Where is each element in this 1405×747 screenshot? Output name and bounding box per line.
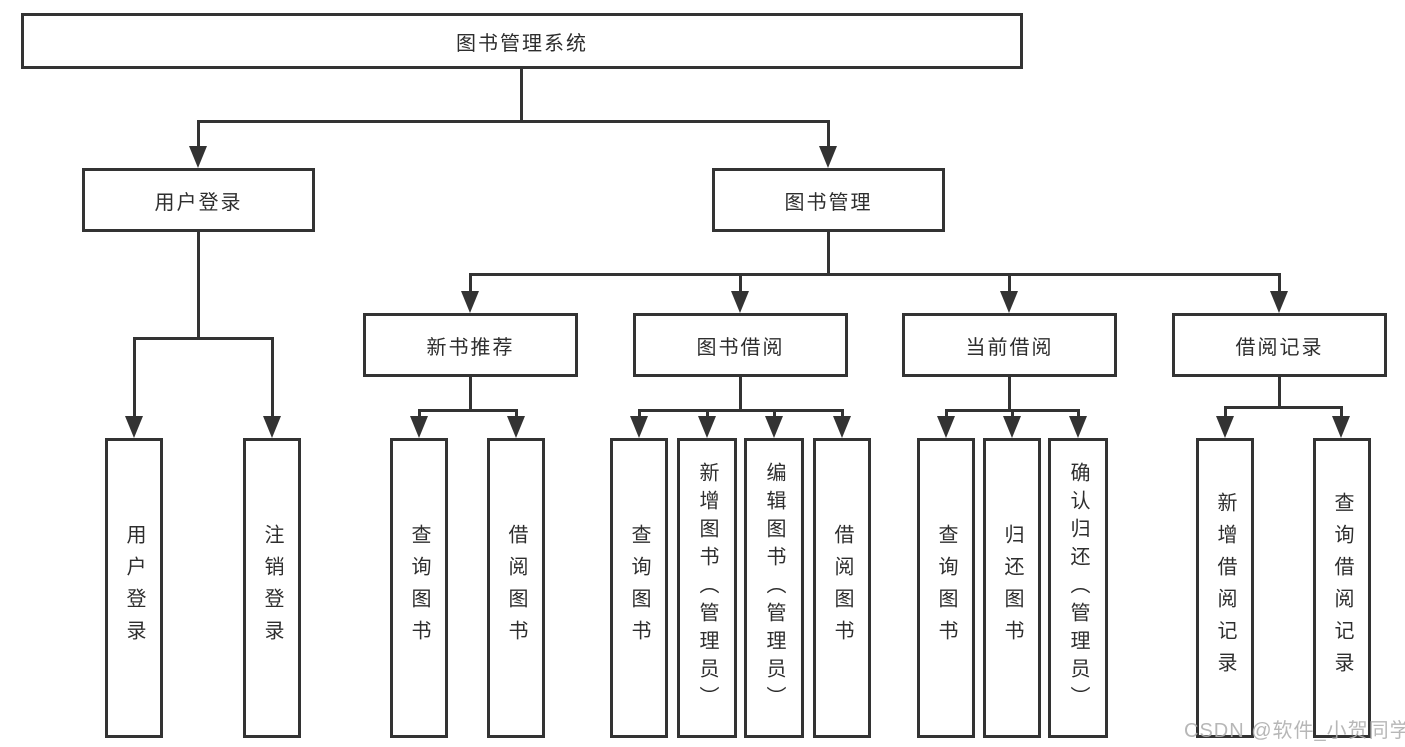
arrowhead-borrow-books-2: [833, 416, 851, 438]
node-book-borrow: 图书借阅: [633, 313, 848, 377]
leaf-borrow-books-2-label: 借阅图书: [831, 524, 853, 652]
leaf-query-books-1: 查询图书: [390, 438, 448, 738]
connector-book-borrow-drop: [739, 377, 742, 412]
arrowhead-query-books-2: [630, 416, 648, 438]
connector-stem-leaf-user-login: [133, 337, 136, 418]
leaf-add-borrow-record-label: 新增借阅记录: [1214, 492, 1236, 684]
leaf-user-login: 用户登录: [105, 438, 163, 738]
connector-stem-borrow-books-1: [515, 409, 518, 418]
arrowhead-book-borrow: [731, 291, 749, 313]
node-root-system: 图书管理系统: [21, 13, 1023, 69]
arrowhead-add-books: [698, 416, 716, 438]
connector-stem-user-login: [197, 120, 200, 148]
arrowhead-leaf-logout: [263, 416, 281, 438]
connector-stem-leaf-logout: [271, 337, 274, 418]
leaf-query-books-3-label: 查询图书: [935, 524, 957, 652]
node-book-borrow-label: 图书借阅: [696, 336, 785, 359]
connector-user-login-drop: [197, 232, 200, 337]
connector-stem-return-books: [1011, 409, 1014, 418]
node-new-book-rec: 新书推荐: [363, 313, 578, 377]
node-user-login: 用户登录: [82, 168, 315, 232]
node-book-mgmt-label: 图书管理: [784, 191, 873, 214]
node-borrow-record: 借阅记录: [1172, 313, 1387, 377]
leaf-edit-books-admin: 编辑图书（管理员）: [744, 438, 804, 738]
leaf-logout-label: 注销登录: [261, 524, 283, 652]
connector-stem-current-borrow: [1008, 273, 1011, 293]
arrowhead-return-books: [1003, 416, 1021, 438]
connector-borrow-record-drop: [1278, 377, 1281, 409]
node-current-borrow: 当前借阅: [902, 313, 1117, 377]
connector-stem-query-books-2: [638, 409, 641, 418]
leaf-edit-books-admin-label: 编辑图书（管理员）: [763, 462, 785, 714]
leaf-query-books-1-label: 查询图书: [408, 524, 430, 652]
connector-book-borrow-rail: [638, 409, 844, 412]
leaf-borrow-books-2: 借阅图书: [813, 438, 871, 738]
connector-new-book-rec-drop: [469, 377, 472, 412]
leaf-add-books-admin: 新增图书（管理员）: [677, 438, 737, 738]
leaf-confirm-return-admin: 确认归还（管理员）: [1048, 438, 1108, 738]
connector-stem-borrow-books-2: [841, 409, 844, 418]
arrowhead-borrow-books-1: [507, 416, 525, 438]
leaf-borrow-books-1: 借阅图书: [487, 438, 545, 738]
connector-current-borrow-drop: [1008, 377, 1011, 412]
arrowhead-query-books-3: [937, 416, 955, 438]
leaf-user-login-label: 用户登录: [123, 524, 145, 652]
connector-stem-book-mgmt: [827, 120, 830, 148]
arrowhead-add-record: [1216, 416, 1234, 438]
connector-stem-query-books-1: [418, 409, 421, 418]
connector-book-mgmt-drop: [827, 232, 830, 273]
connector-stem-query-books-3: [945, 409, 948, 418]
arrowhead-book-mgmt: [819, 146, 837, 168]
arrowhead-current-borrow: [1000, 291, 1018, 313]
arrowhead-query-record: [1332, 416, 1350, 438]
arrowhead-query-books-1: [410, 416, 428, 438]
connector-stem-borrow-record: [1278, 273, 1281, 293]
connector-level2-rail: [197, 120, 830, 123]
node-book-mgmt: 图书管理: [712, 168, 945, 232]
leaf-query-borrow-record: 查询借阅记录: [1313, 438, 1371, 738]
connector-stem-edit-books: [773, 409, 776, 418]
arrowhead-edit-books: [765, 416, 783, 438]
leaf-query-borrow-record-label: 查询借阅记录: [1331, 492, 1353, 684]
arrowhead-confirm-return: [1069, 416, 1087, 438]
arrowhead-user-login: [189, 146, 207, 168]
leaf-return-books: 归还图书: [983, 438, 1041, 738]
leaf-return-books-label: 归还图书: [1001, 524, 1023, 652]
leaf-confirm-return-admin-label: 确认归还（管理员）: [1067, 462, 1089, 714]
connector-user-login-rail: [133, 337, 274, 340]
connector-stem-add-books: [706, 409, 709, 418]
leaf-query-books-2: 查询图书: [610, 438, 668, 738]
connector-stem-new-book-rec: [469, 273, 472, 293]
connector-stem-confirm-return: [1077, 409, 1080, 418]
connector-level3-rail: [469, 273, 1281, 276]
leaf-add-borrow-record: 新增借阅记录: [1196, 438, 1254, 738]
leaf-borrow-books-1-label: 借阅图书: [505, 524, 527, 652]
connector-root-drop: [520, 69, 523, 120]
node-new-book-rec-label: 新书推荐: [426, 336, 515, 359]
leaf-query-books-2-label: 查询图书: [628, 524, 650, 652]
node-user-login-label: 用户登录: [154, 191, 243, 214]
connector-stem-book-borrow: [739, 273, 742, 293]
node-root-label: 图书管理系统: [456, 32, 588, 55]
leaf-add-books-admin-label: 新增图书（管理员）: [696, 462, 718, 714]
connector-borrow-record-rail: [1224, 406, 1343, 409]
connector-new-book-rec-rail: [418, 409, 518, 412]
leaf-logout: 注销登录: [243, 438, 301, 738]
connector-stem-query-record: [1340, 406, 1343, 418]
arrowhead-borrow-record: [1270, 291, 1288, 313]
connector-stem-add-record: [1224, 406, 1227, 418]
node-borrow-record-label: 借阅记录: [1235, 336, 1324, 359]
node-current-borrow-label: 当前借阅: [965, 336, 1054, 359]
leaf-query-books-3: 查询图书: [917, 438, 975, 738]
arrowhead-leaf-user-login: [125, 416, 143, 438]
arrowhead-new-book-rec: [461, 291, 479, 313]
csdn-watermark: CSDN @软件_小贺同学: [1184, 720, 1405, 742]
